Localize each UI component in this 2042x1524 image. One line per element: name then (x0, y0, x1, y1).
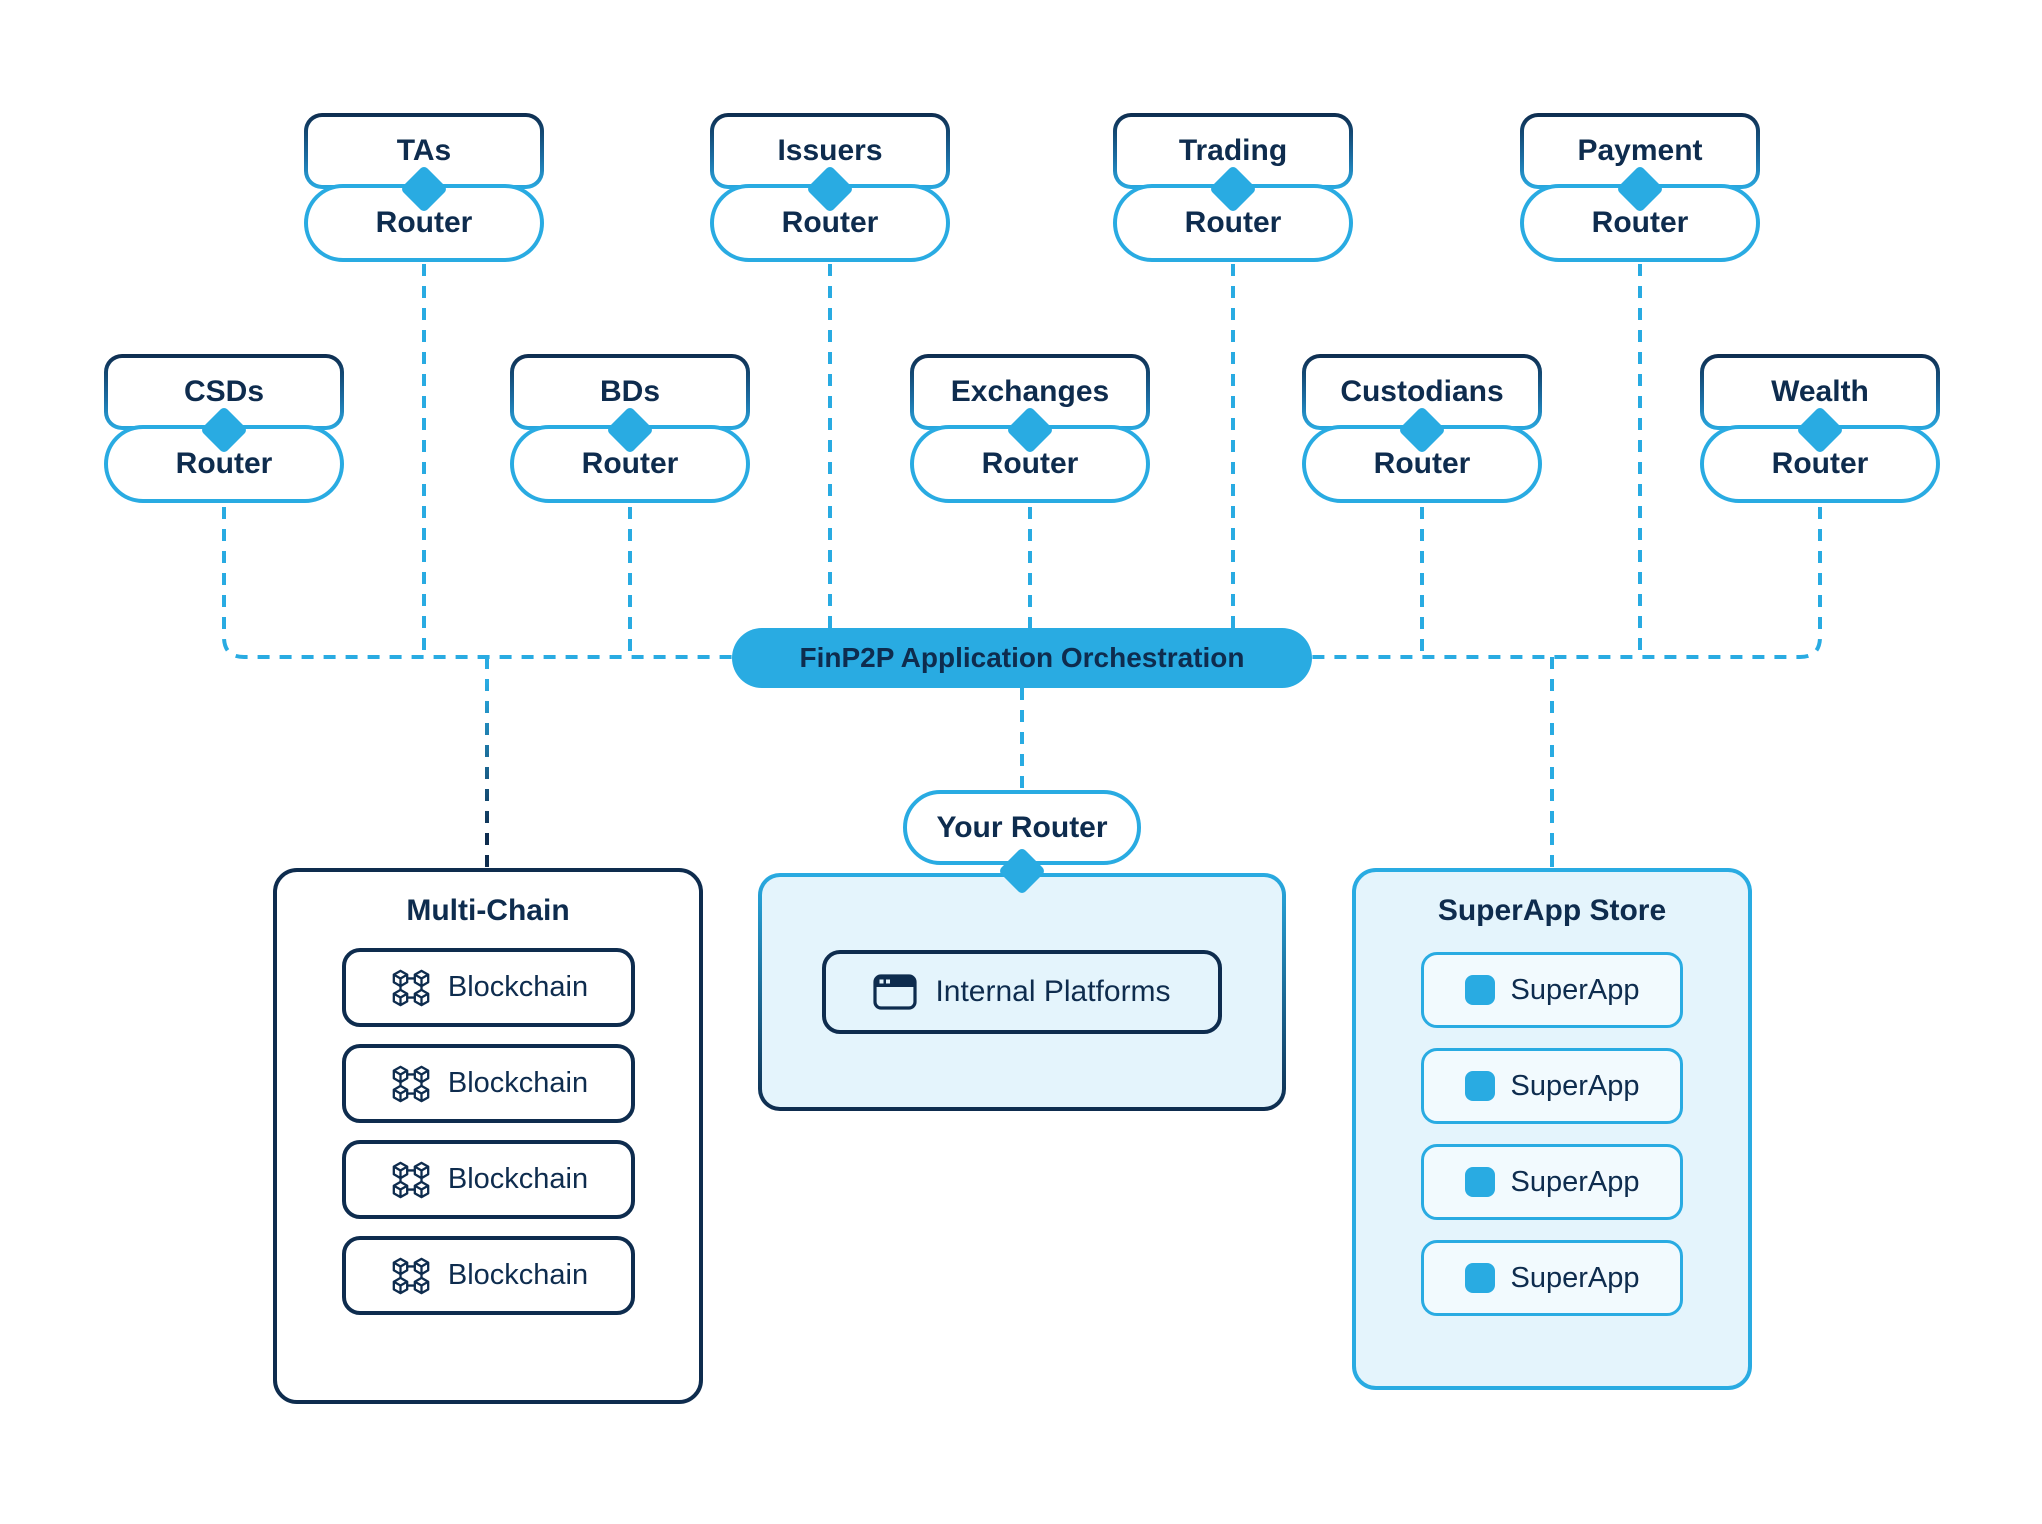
group-custodians: Custodians Router (1302, 354, 1542, 503)
blockchain-icon (388, 1255, 434, 1297)
window-icon (873, 974, 918, 1010)
csds-router-label: Router (175, 447, 273, 480)
exchanges-label: Exchanges (950, 375, 1110, 408)
group-exchanges: Exchanges Router (910, 354, 1150, 503)
exchanges-router-label: Router (981, 447, 1079, 480)
tas-label: TAs (396, 134, 452, 167)
blockchain-item: Blockchain (341, 1044, 635, 1123)
superapp-item: SuperApp (1421, 1144, 1683, 1220)
app-icon (1464, 1167, 1495, 1197)
blockchain-label: Blockchain (447, 1067, 589, 1099)
blockchain-icon (388, 1159, 434, 1201)
group-payment: Payment Router (1520, 113, 1760, 262)
app-icon (1464, 1263, 1495, 1293)
superapp-label: SuperApp (1510, 1069, 1640, 1102)
blockchain-label: Blockchain (447, 1163, 589, 1195)
blockchain-item: Blockchain (341, 1140, 635, 1219)
payment-router-label: Router (1591, 206, 1689, 239)
wealth-label: Wealth (1771, 375, 1869, 408)
blockchain-icon (388, 1063, 434, 1105)
your-router-label: Your Router (936, 810, 1108, 844)
superapp-label: SuperApp (1510, 1165, 1640, 1198)
superapp-item: SuperApp (1421, 1240, 1683, 1316)
app-icon (1464, 975, 1495, 1005)
orchestration-label: FinP2P Application Orchestration (799, 642, 1245, 673)
group-csds: CSDs Router (104, 354, 344, 503)
blockchain-item: Blockchain (341, 1236, 635, 1315)
blockchain-icon (388, 967, 434, 1009)
superapp-label: SuperApp (1510, 973, 1640, 1006)
superapp-store-panel: SuperApp Store SuperApp SuperApp SuperAp… (1352, 868, 1752, 1390)
app-icon (1464, 1071, 1495, 1101)
your-router-pill: Your Router (903, 790, 1141, 865)
line-wealth-bus-right (1312, 507, 1822, 659)
group-trading: Trading Router (1113, 113, 1353, 262)
multi-chain-panel: Multi-Chain Blockchain Blockchain Blockc… (273, 868, 703, 1404)
csds-label: CSDs (183, 375, 265, 408)
issuers-router-label: Router (781, 206, 879, 239)
custodians-router-label: Router (1373, 447, 1471, 480)
bds-router-label: Router (581, 447, 679, 480)
blockchain-item: Blockchain (341, 948, 635, 1027)
line-csds-bus-left (222, 507, 732, 659)
internal-platforms-panel: Internal Platforms (758, 873, 1286, 1111)
trading-router-label: Router (1184, 206, 1282, 239)
custodians-label: Custodians (1340, 375, 1504, 408)
internal-platforms-box: Internal Platforms (822, 950, 1222, 1034)
superapp-item: SuperApp (1421, 952, 1683, 1028)
blockchain-label: Blockchain (447, 971, 589, 1003)
internal-platforms-label: Internal Platforms (935, 975, 1171, 1008)
multi-chain-list: Blockchain Blockchain Blockchain Blockch… (341, 948, 635, 1315)
blockchain-label: Blockchain (447, 1259, 589, 1291)
orchestration-pill: FinP2P Application Orchestration (732, 628, 1312, 688)
superapp-item: SuperApp (1421, 1048, 1683, 1124)
group-tas: TAs Router (304, 113, 544, 262)
superapp-store-title: SuperApp Store (1437, 894, 1667, 927)
tas-router-label: Router (375, 206, 473, 239)
payment-label: Payment (1577, 134, 1703, 167)
bds-label: BDs (599, 375, 660, 408)
wealth-router-label: Router (1771, 447, 1869, 480)
multi-chain-title: Multi-Chain (406, 894, 570, 927)
issuers-label: Issuers (777, 134, 883, 167)
trading-label: Trading (1178, 134, 1288, 167)
superapp-list: SuperApp SuperApp SuperApp SuperApp (1421, 952, 1683, 1316)
superapp-label: SuperApp (1510, 1261, 1640, 1294)
group-issuers: Issuers Router (710, 113, 950, 262)
group-wealth: Wealth Router (1700, 354, 1940, 503)
group-bds: BDs Router (510, 354, 750, 503)
tas-box: TAs (304, 113, 544, 189)
